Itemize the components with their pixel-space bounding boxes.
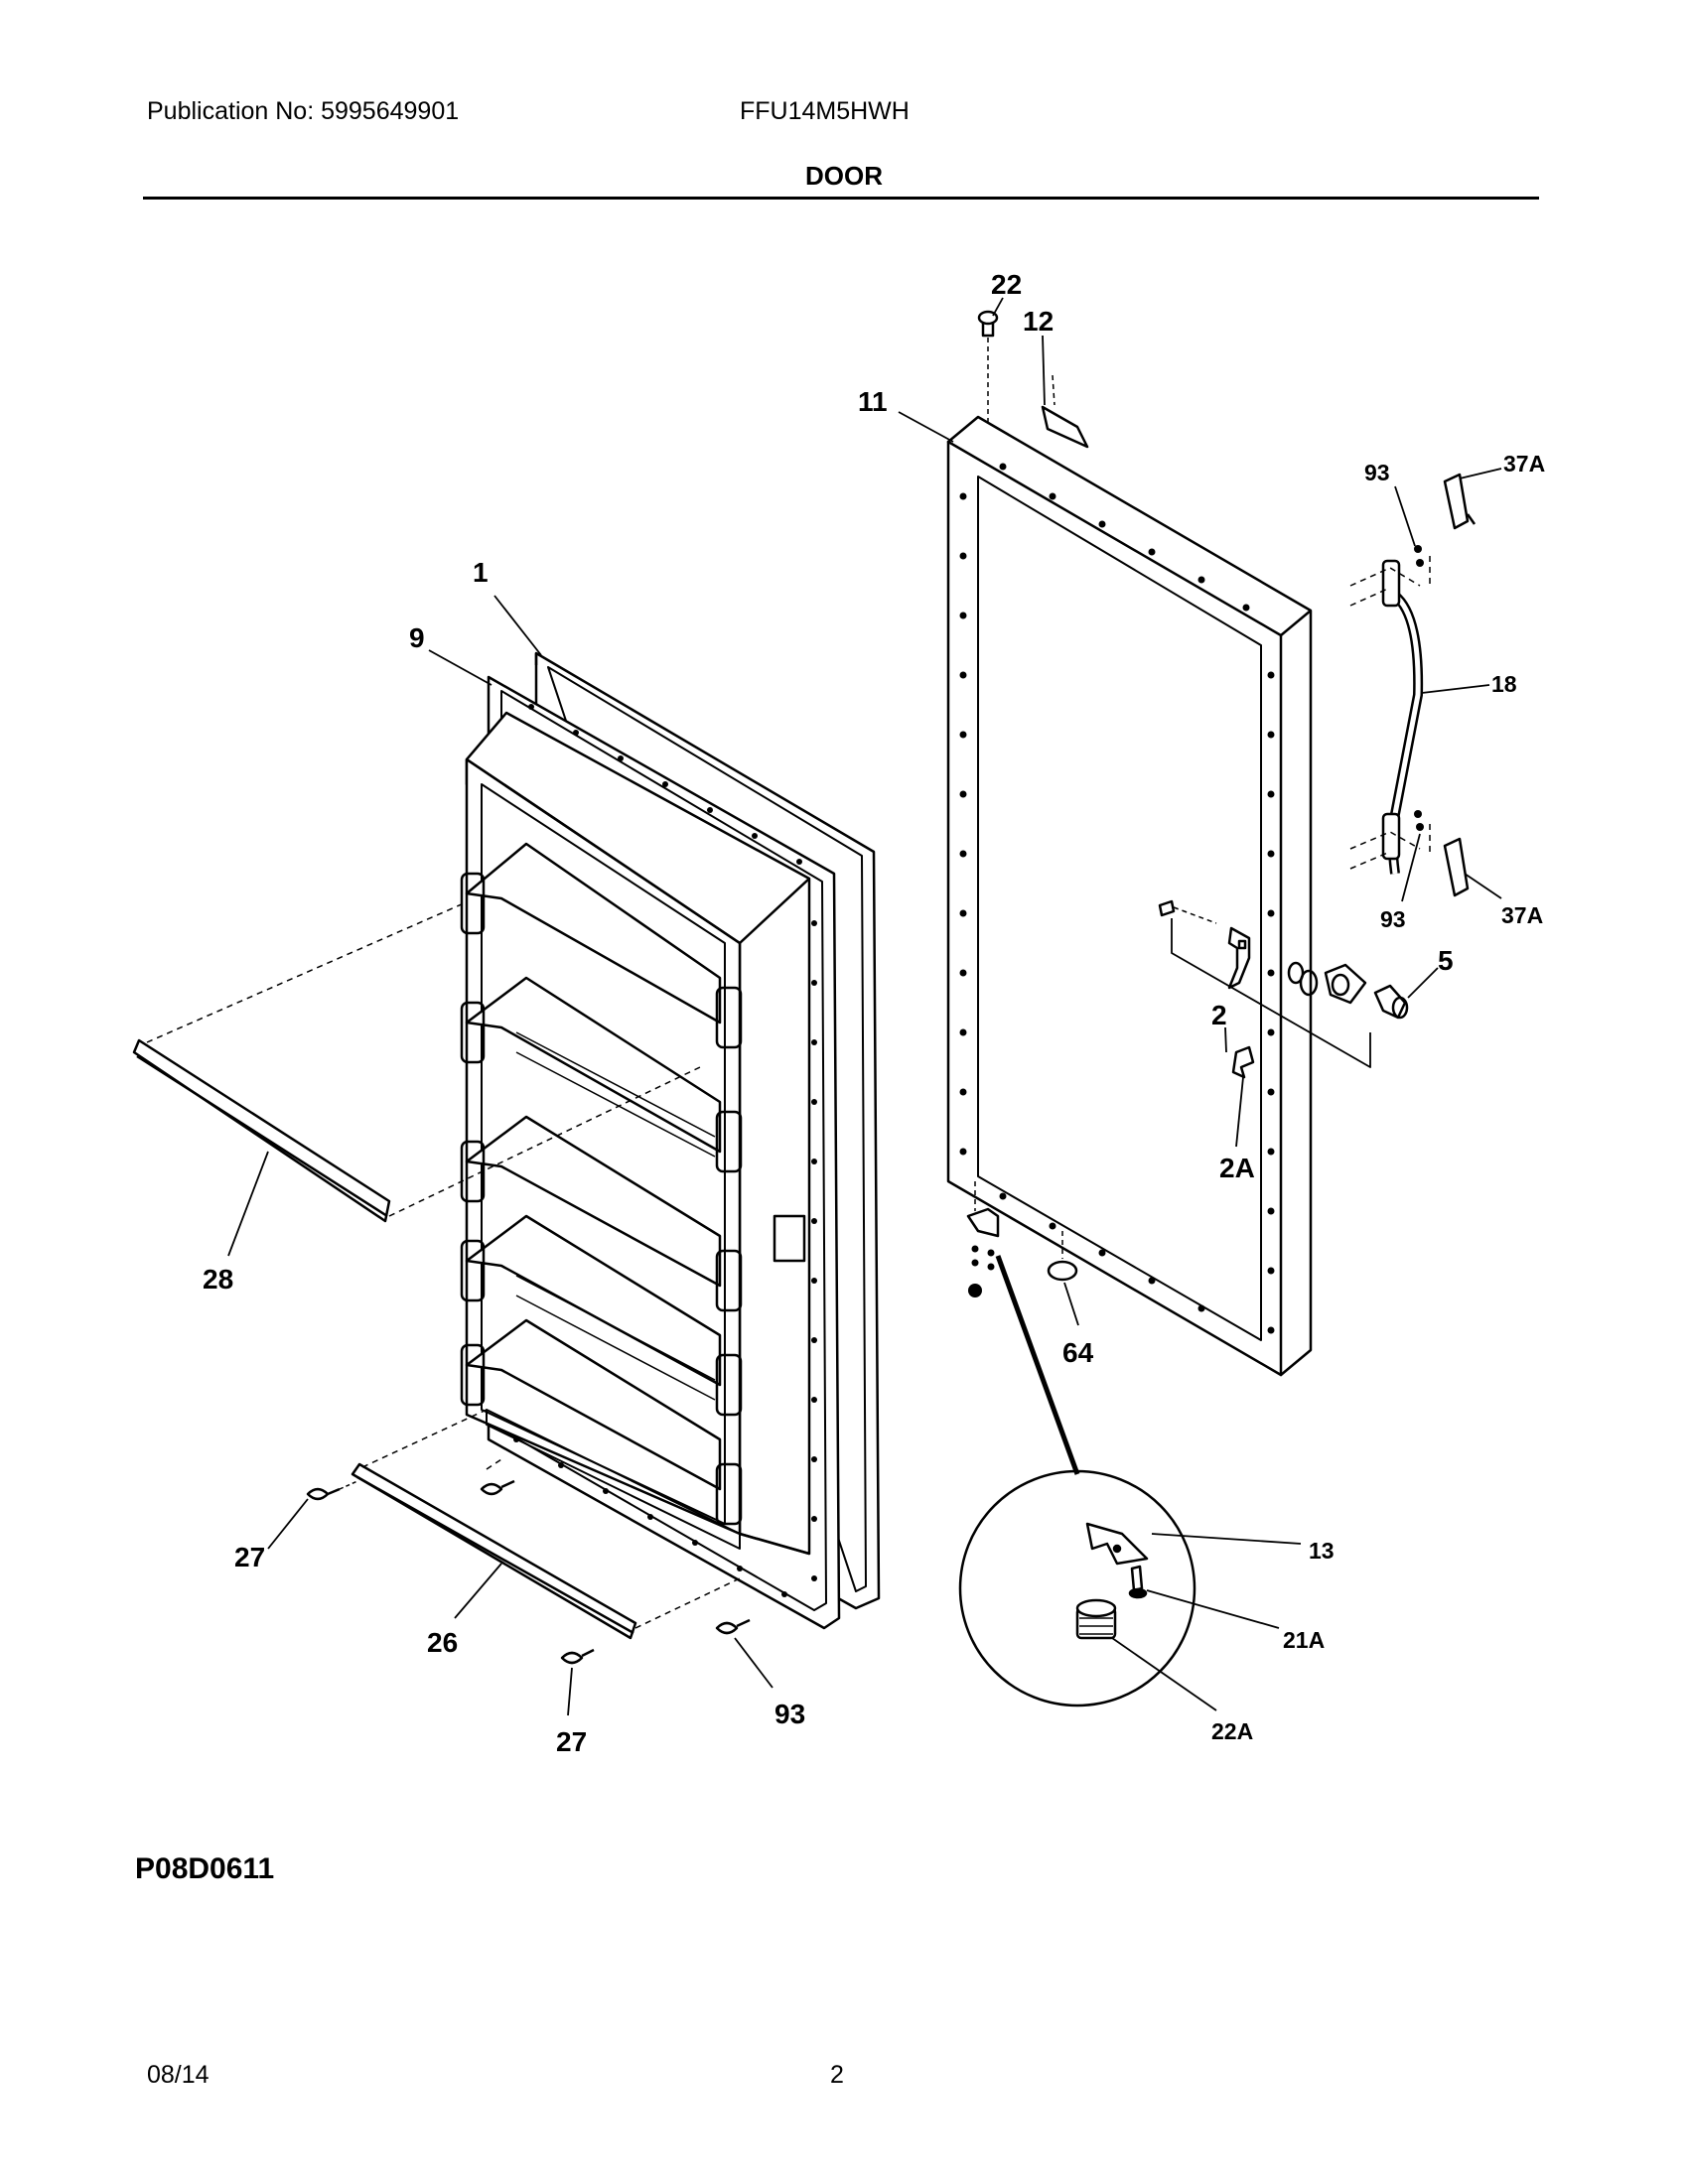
callout-13: 13 xyxy=(1309,1538,1335,1564)
callout-26: 26 xyxy=(427,1627,458,1658)
detail-pointer xyxy=(995,1255,1080,1475)
callout-93-top: 93 xyxy=(1364,460,1390,485)
callout-2a: 2A xyxy=(1219,1153,1255,1183)
handle-endcap-part-bottom xyxy=(1443,837,1470,897)
footer-date: 08/14 xyxy=(147,2061,210,2089)
callout-12: 12 xyxy=(1023,306,1054,337)
callout-28: 28 xyxy=(203,1264,233,1295)
header-rule xyxy=(143,197,1539,200)
callout-64: 64 xyxy=(1062,1337,1094,1368)
callout-18: 18 xyxy=(1491,671,1517,697)
callout-27-left: 27 xyxy=(234,1542,265,1572)
page-title: DOOR xyxy=(805,161,883,191)
callout-leaders xyxy=(227,297,1502,1716)
top-screw-part xyxy=(977,310,999,427)
callout-9: 9 xyxy=(409,622,425,653)
callout-21a: 21A xyxy=(1283,1627,1325,1653)
callout-37a-top: 37A xyxy=(1503,451,1545,477)
handle-endcap-part-top xyxy=(1443,473,1477,530)
diagram-code: P08D0611 xyxy=(135,1852,275,1885)
callout-2: 2 xyxy=(1211,1000,1227,1030)
handle-part xyxy=(1349,556,1431,875)
callout-93-mid: 93 xyxy=(1380,906,1406,932)
callout-27-bottom: 27 xyxy=(556,1726,587,1757)
screws-27-93 xyxy=(306,1479,751,1665)
callout-11: 11 xyxy=(858,386,888,417)
label-part xyxy=(1041,405,1089,449)
publication-number: Publication No: 5995649901 xyxy=(147,97,460,125)
callout-37a-bottom: 37A xyxy=(1501,902,1543,928)
callout-93-bottom: 93 xyxy=(774,1699,805,1729)
lock-assembly xyxy=(1158,899,1409,1079)
bottom-hinge-parts xyxy=(966,1181,1078,1297)
callout-1: 1 xyxy=(473,557,489,588)
trim-strip-part-26 xyxy=(351,1409,741,1640)
inner-door-liner xyxy=(460,711,811,1556)
page-number: 2 xyxy=(830,2061,844,2089)
callout-22: 22 xyxy=(991,269,1022,300)
callout-22a: 22A xyxy=(1211,1718,1253,1744)
handle-screws xyxy=(1414,545,1424,831)
outer-door-panel xyxy=(946,415,1313,1377)
trim-strip-part-28 xyxy=(132,902,701,1223)
model-number: FFU14M5HWH xyxy=(740,97,910,125)
hinge-detail-circle xyxy=(958,1469,1196,1707)
callout-5: 5 xyxy=(1438,945,1454,976)
